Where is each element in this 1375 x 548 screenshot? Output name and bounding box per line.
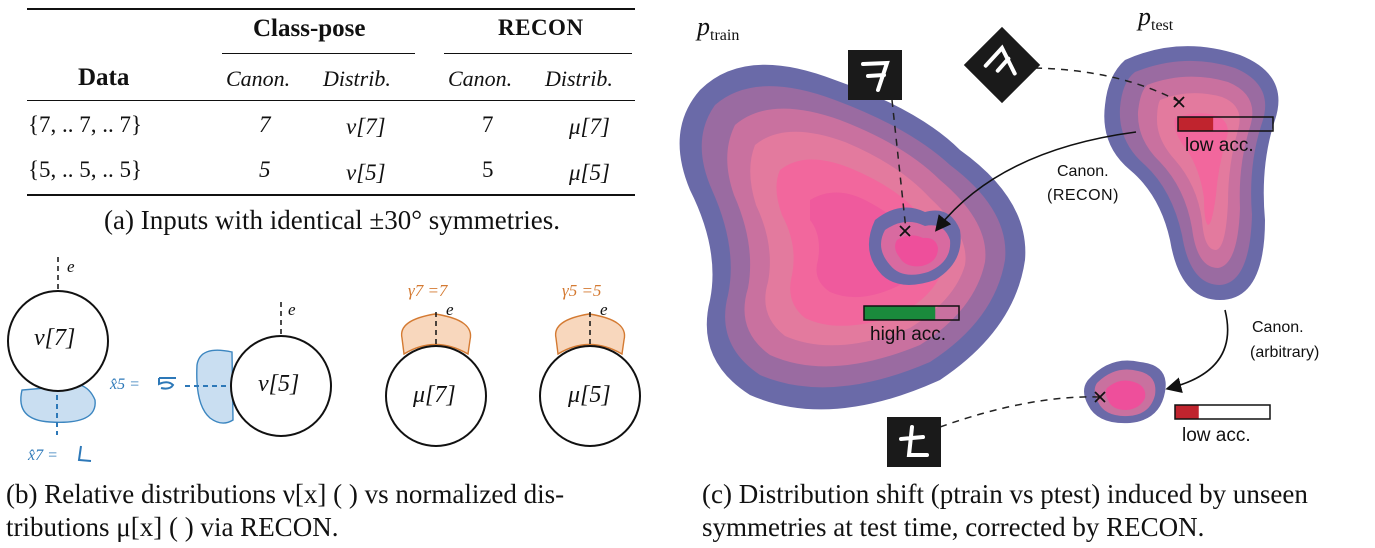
sub-canon-1: Canon. [226,66,291,91]
high-acc-label: high acc. [870,324,947,345]
row1-cp-distrib: ν[7] [346,114,386,139]
table-mid-rule [27,100,635,101]
nu5-label: ν[5] [258,371,300,397]
row1-data: {7, .. 7, .. 7} [28,112,143,137]
row1-rc-canon: 7 [482,112,494,137]
panel-b-diagram [7,257,641,447]
mu7-label: μ[7] [413,382,456,408]
low-acc-top-label: low acc. [1185,135,1254,156]
mu5-diagram [539,312,641,447]
nu5-e-label: e [288,300,296,319]
gamma5-label: γ5 =5 [562,281,602,300]
row2-cp-canon: 5 [259,157,271,182]
row2-cp-distrib: ν[5] [346,160,386,185]
header-data: Data [78,64,130,91]
group1-rule [222,53,415,54]
mu5-e-label: e [600,300,608,319]
nu7-distribution-shape [20,384,96,424]
group2-rule [444,53,632,54]
nu5-diagram [185,302,332,437]
sub-canon-2: Canon. [448,66,513,91]
mu5-label: μ[5] [568,382,611,408]
canon-recon-label-1: Canon. [1057,163,1109,180]
caption-a: (a) Inputs with identical ±30° symmetrie… [104,205,561,235]
high-acc-bar [863,305,960,321]
sub-distrib-2: Distrib. [545,66,613,91]
low-acc-bottom-label: low acc. [1182,425,1251,446]
canon-arb-label-2: (arbitrary) [1250,344,1320,361]
sub-distrib-1: Distrib. [323,66,391,91]
panel-c-diagram [679,46,1279,428]
table-bottom-rule [27,194,635,196]
canon-recon-label-2: (RECON) [1047,187,1119,204]
arrow-canon-arbitrary [1165,309,1229,393]
arbitrary-distribution [1084,360,1166,424]
digit-7-arbitrary-image [887,417,941,467]
x7-rotated-digit-icon [77,445,92,462]
p-test-label: ptest [1138,2,1174,34]
caption-c-line2: symmetries at test time, corrected by RE… [702,512,1205,542]
train-dashed-leader [891,99,907,231]
mu5-circle [539,345,641,447]
nu7-circle [7,290,109,392]
row1-rc-distrib: μ[7] [569,114,610,139]
caption-b-line1: (b) Relative distributions ν[x] ( ) vs n… [6,479,565,509]
row1-cp-canon: 7 [259,112,271,137]
train-distribution [679,64,1026,410]
table-top-rule [27,8,635,10]
row2-rc-canon: 5 [482,157,494,182]
nu7-diagram [7,257,109,435]
p-train-label: ptrain [697,12,740,44]
caption-b-line2: tributions μ[x] ( ) via RECON. [6,512,339,542]
x7-label: x̂7 = [28,447,58,464]
nu5-circle [230,335,332,437]
test-x-marker [1173,96,1185,108]
low-acc-bottom-bar [1174,404,1271,420]
train-x-marker [899,225,911,237]
header-class-pose: Class-pose [253,15,366,42]
digit-7-rotated-image [963,26,1041,104]
mu7-circle [385,345,487,447]
gamma7-label: γ7 =7 [408,281,448,300]
row2-data: {5, .. 5, .. 5} [28,157,143,182]
x5-rotated-digit-icon [158,377,176,390]
test-dashed-leader [1034,67,1181,103]
arb-dashed-leader [939,396,1101,428]
digit-7-canonical-image [848,50,902,100]
mu7-e-label: e [446,300,454,319]
mu7-diagram [385,312,487,447]
test-distribution [1104,46,1279,300]
x5-label: x̂5 = [110,376,140,393]
canon-arb-label-1: Canon. [1252,319,1304,336]
arrow-canon-recon [935,131,1137,232]
header-recon: RECON [498,15,584,40]
caption-c-line1: (c) Distribution shift (ptrain vs ptest)… [702,479,1308,509]
nu7-e-label: e [67,257,75,276]
canonicalized-region [868,207,961,285]
row2-rc-distrib: μ[5] [569,160,610,185]
nu7-label: ν[7] [34,325,76,351]
low-acc-top-bar [1177,116,1274,132]
arb-x-marker [1094,391,1106,403]
